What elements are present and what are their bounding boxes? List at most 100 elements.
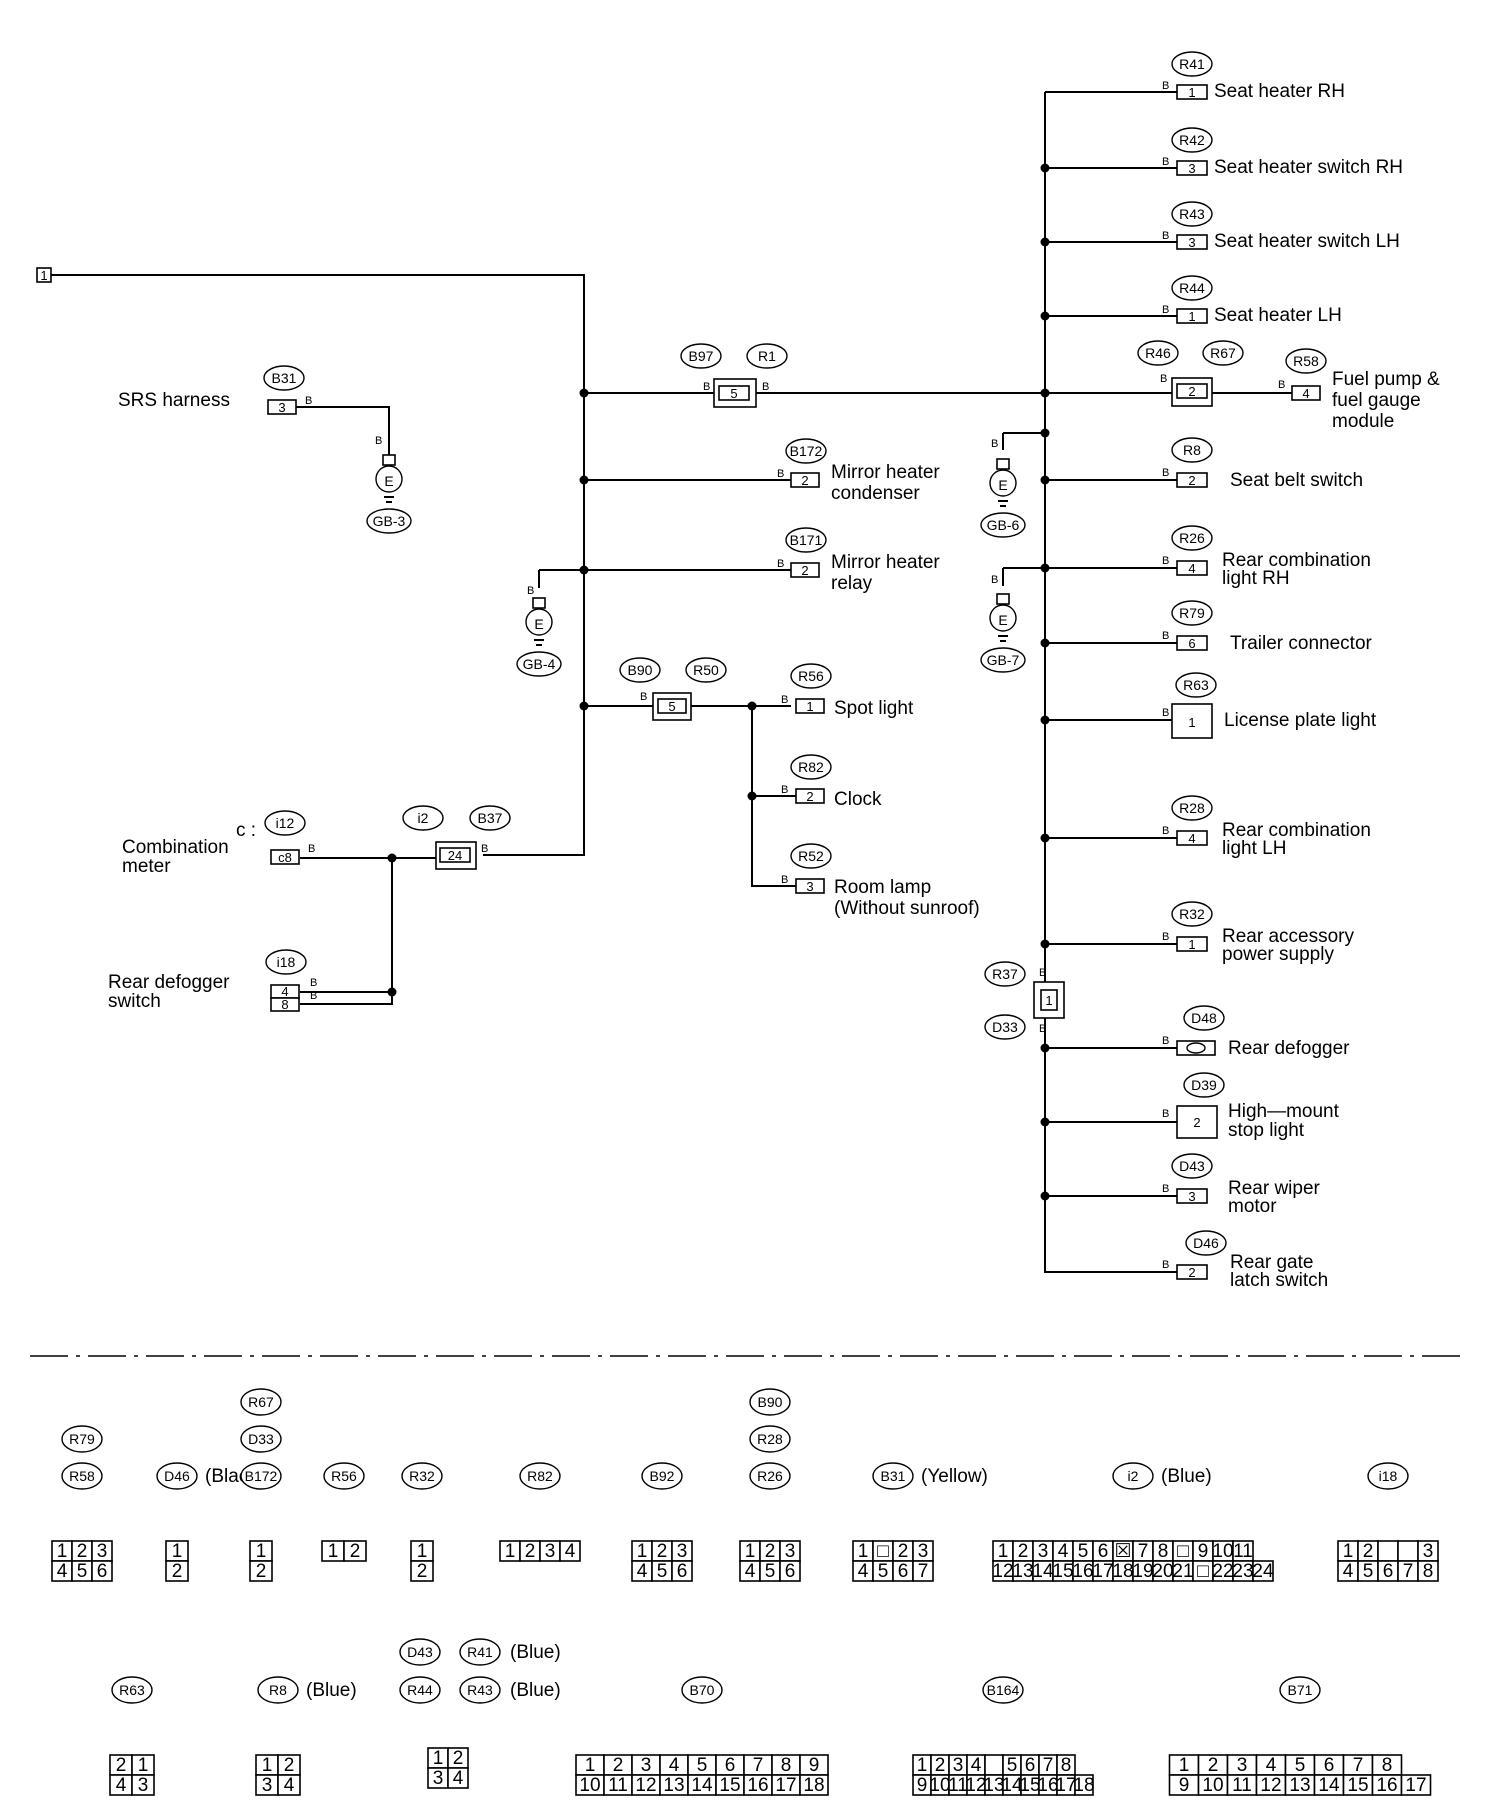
legend-pin-number: 1 [858,1541,869,1562]
legend-pin-number: 2 [935,1755,946,1776]
connector-id-badge [980,647,1026,673]
pin-number: 2 [801,563,808,578]
junction-dot [1040,428,1050,438]
legend-pin-number: 5 [1007,1755,1018,1776]
connector-pin-box [1176,560,1208,576]
pin-number: 24 [448,848,462,863]
connector-id: R28 [1179,800,1205,816]
component-label-d43: Rear wiper [1228,1178,1321,1199]
component-label: Mirror heater [831,462,940,483]
legend-pin-number: 4 [284,1775,295,1796]
legend-pin-number: 7 [1043,1755,1054,1776]
pin-number: 4 [281,984,288,999]
pin-number: 3 [278,400,285,415]
connector-id-badge [785,527,827,553]
connector-id: R50 [693,662,719,678]
component-label-r42: Seat heater switch RH [1214,157,1403,178]
legend-pin-cell [1252,1560,1274,1582]
legend-pin-number: 3 [433,1768,444,1789]
legend-pin-number: 2 [1208,1755,1219,1776]
connector-id: R46 [1145,345,1171,361]
component-label: Mirror heater [831,552,940,573]
connector-id-badge [685,657,727,683]
connector-id: R79 [1179,605,1205,621]
legend-pin-cell [559,1540,581,1562]
connector-id-badge [1171,201,1213,227]
connector-id: B71 [1288,1682,1313,1698]
component-label-d43: motor [1228,1196,1277,1217]
legend-pin-number: 1 [433,1748,444,1769]
connector-id: R63 [119,1682,145,1698]
wire-color-label: B [1162,1183,1169,1195]
connector-note: (Blue) [510,1642,561,1663]
connector-id: R32 [409,1468,435,1484]
connector-id: B70 [690,1682,715,1698]
legend-pin-number: 1 [745,1541,756,1562]
connector-id-badge [746,343,788,369]
legend-pin-number: 20 [1152,1561,1173,1582]
junction-dot [579,388,589,398]
connector-id-badge [785,438,827,464]
pin-number: 5 [730,386,737,401]
legend-pin-number: 8 [1061,1755,1072,1776]
connector-pin-box [439,847,471,863]
connector-id-badge [240,1425,282,1453]
connector-pin-box [270,997,300,1012]
legend-pin-number: ☒ [1114,1541,1131,1562]
connector-id-badge [1171,525,1213,551]
legend-pin-number: 14 [1001,1775,1023,1796]
legend-pin-number: 6 [1383,1561,1394,1582]
connector-id-badge [790,843,832,869]
component-label: module [1332,411,1394,432]
connector-id: D46 [1193,1235,1219,1251]
legend-pin-number: 9 [917,1775,928,1796]
connector-pin-box [795,878,825,894]
connector-id: B164 [987,1682,1020,1698]
legend-pin-number: 6 [898,1561,909,1582]
pin-number: 3 [806,879,813,894]
legend-pin-number: 10 [1202,1775,1223,1796]
connector-id: R44 [407,1682,433,1698]
connector-id: R41 [1179,56,1205,72]
connector-id: B37 [478,810,503,826]
legend-pin-number: 16 [1072,1561,1093,1582]
connector-id: D43 [407,1644,433,1660]
wire-defogger-switch [300,858,393,1005]
legend-pin-number: 4 [971,1755,982,1776]
connector-id-badge [1175,672,1217,698]
junction-dot [1040,563,1050,573]
connector-id-badge [257,1676,299,1704]
component-label: (Without sunroof) [834,898,980,919]
legend-pin-number: 3 [953,1755,964,1776]
wire-color-label: B [781,694,788,706]
junction-dot [387,987,397,997]
legend-pin-number: 3 [138,1775,149,1796]
legend-pin-number: 10 [929,1775,950,1796]
legend-pin-number: 3 [1038,1541,1049,1562]
connector-pin-box [1176,1264,1208,1280]
connector-id: i2 [1128,1468,1139,1484]
wires-layer [51,91,1292,1273]
legend-pin-number: 4 [669,1755,680,1776]
connector-id: R56 [798,668,824,684]
connector-id: R32 [1179,906,1205,922]
connector-id: B90 [628,662,653,678]
component-label-r28: light LH [1222,838,1286,859]
connector-id-badge [519,1462,561,1490]
connector-id-badge [1171,437,1213,463]
legend-pin-number: 12 [992,1561,1013,1582]
legend-pin-number: 13 [1289,1775,1310,1796]
connector-id-badge [749,1462,791,1490]
component-label-r8: Seat belt switch [1230,470,1363,491]
connector-id-badge [61,1462,103,1490]
legend-pin-cell [984,1754,1004,1776]
legend-pin-cell [799,1774,829,1796]
legend-pin-number: 3 [262,1775,273,1796]
connector-pin-box [1176,234,1208,250]
connector-id: R28 [757,1431,783,1447]
